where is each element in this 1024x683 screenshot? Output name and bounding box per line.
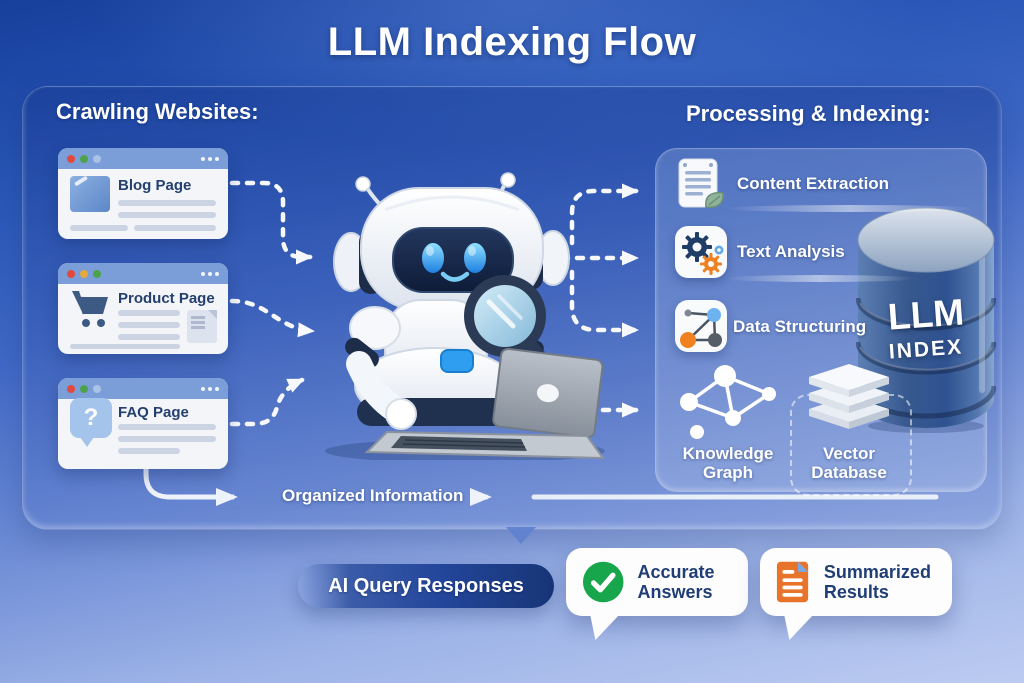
- browser-title-bar: [58, 148, 228, 169]
- summarized-results-bubble: Summarized Results: [760, 548, 952, 616]
- step-label-text-analysis: Text Analysis: [737, 242, 845, 261]
- browser-title-bar: [58, 378, 228, 399]
- summary-document-icon: [776, 561, 809, 603]
- window-dot: [80, 384, 88, 393]
- robot-mascot: [325, 172, 606, 460]
- processing-rows: Content Extraction: [655, 148, 985, 496]
- bubble-label: Summarized Results: [823, 561, 931, 602]
- robot-chest-light: [440, 349, 474, 373]
- page-title: LLM Indexing Flow: [327, 20, 697, 64]
- shopping-cart-icon: [72, 291, 108, 327]
- antenna-ball-left: [355, 176, 371, 192]
- question-mark-glyph: ?: [83, 404, 99, 431]
- question-bubble-icon: ?: [70, 398, 112, 447]
- robot-smile: [440, 271, 470, 282]
- step-label-data-structuring: Data Structuring: [733, 317, 867, 336]
- window-dot: [93, 269, 101, 278]
- document-icon: [187, 310, 217, 343]
- pill-label: AI Query Responses: [328, 574, 524, 597]
- ai-query-responses-pill: AI Query Responses: [298, 564, 554, 608]
- window-dot: [93, 384, 101, 393]
- llm-index-database: LLM INDEX: [855, 202, 997, 434]
- image-thumbnail-icon: [70, 176, 110, 212]
- organized-information-label: Organized Information: [282, 486, 464, 505]
- database-cylinder-icon: [855, 207, 997, 433]
- window-menu-dots: [201, 156, 219, 161]
- stacked-layers-icon: [809, 364, 889, 429]
- card-title: FAQ Page: [118, 404, 189, 421]
- check-circle-icon: [582, 561, 624, 603]
- node-network-icon: [675, 300, 727, 352]
- window-dot: [80, 269, 88, 278]
- accurate-answers-bubble: Accurate Answers: [566, 548, 748, 616]
- blog-page-card: Blog Page: [58, 148, 228, 239]
- processing-heading: Processing & Indexing:: [686, 101, 931, 126]
- bubble-label: Accurate Answers: [637, 561, 715, 602]
- laptop-screen: [492, 347, 604, 439]
- output-label-vector-database: Vector Database: [811, 444, 887, 483]
- knowledge-graph-icon: [680, 365, 776, 439]
- window-dot: [93, 154, 101, 163]
- card-title: Product Page: [118, 290, 215, 307]
- window-menu-dots: [201, 271, 219, 276]
- crawling-heading: Crawling Websites:: [56, 99, 259, 124]
- product-page-card: Product Page: [58, 263, 228, 354]
- document-leaf-icon: [678, 158, 724, 208]
- panel-bottom-notch: [506, 527, 536, 544]
- robot-hand-left: [385, 398, 417, 430]
- gears-icon: [675, 226, 727, 278]
- robot-visor: [392, 227, 514, 293]
- browser-title-bar: [58, 263, 228, 284]
- window-dot: [67, 384, 75, 393]
- window-dot: [67, 154, 75, 163]
- antenna-ball-right: [500, 172, 516, 188]
- output-label-knowledge-graph: Knowledge Graph: [682, 444, 774, 483]
- faq-page-card: ? FAQ Page: [58, 378, 228, 469]
- window-dot: [80, 154, 88, 163]
- card-title: Blog Page: [118, 177, 192, 194]
- window-dot: [67, 269, 75, 278]
- robot-eye: [422, 243, 444, 273]
- robot-eye: [464, 243, 486, 273]
- window-menu-dots: [201, 386, 219, 391]
- step-label-content-extraction: Content Extraction: [737, 174, 890, 193]
